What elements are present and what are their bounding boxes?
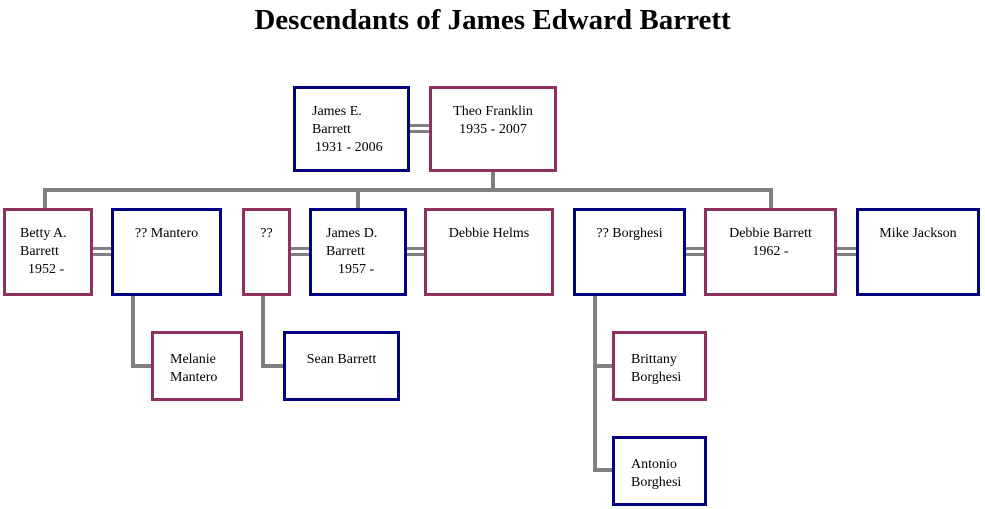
- person-name: James D. Barrett: [326, 226, 378, 259]
- person-name: ?? Mantero: [134, 226, 199, 241]
- person-theo-franklin[interactable]: Theo Franklin 1935 - 2007: [429, 86, 557, 172]
- connector: [593, 364, 612, 368]
- person-dates: 1952 -: [28, 262, 65, 277]
- connector: [593, 296, 597, 472]
- person-name: Betty A. Barrett: [20, 226, 67, 259]
- marriage-line: [410, 124, 429, 127]
- person-name: Mike Jackson: [879, 226, 957, 241]
- connector: [356, 188, 360, 210]
- marriage-line: [407, 253, 424, 256]
- person-mike-jackson[interactable]: Mike Jackson: [856, 208, 980, 296]
- marriage-line: [837, 247, 856, 250]
- person-betty-barrett[interactable]: Betty A. Barrett 1952 -: [3, 208, 93, 296]
- person-dates: 1931 - 2006: [315, 140, 383, 155]
- person-name: ?? Borghesi: [596, 226, 663, 241]
- person-dates: 1962 -: [752, 244, 789, 259]
- person-name: Theo Franklin: [453, 104, 533, 119]
- person-name: Debbie Helms: [448, 226, 530, 241]
- person-name: Antonio Borghesi: [631, 457, 682, 490]
- person-mantero[interactable]: ?? Mantero: [111, 208, 222, 296]
- person-name: Brittany Borghesi: [631, 352, 682, 385]
- marriage-line: [291, 247, 309, 250]
- person-dates: 1935 - 2007: [459, 122, 527, 137]
- person-name: James E. Barrett: [312, 104, 362, 137]
- connector: [131, 364, 151, 368]
- person-brittany-borghesi[interactable]: Brittany Borghesi: [612, 331, 707, 401]
- person-unknown[interactable]: ??: [242, 208, 291, 296]
- connector: [491, 172, 495, 192]
- person-sean-barrett[interactable]: Sean Barrett: [283, 331, 400, 401]
- marriage-line: [686, 253, 704, 256]
- connector: [593, 468, 612, 472]
- person-antonio-borghesi[interactable]: Antonio Borghesi: [612, 436, 707, 506]
- marriage-line: [837, 253, 856, 256]
- marriage-line: [686, 247, 704, 250]
- connector: [43, 188, 47, 210]
- person-name: ??: [260, 226, 273, 241]
- person-debbie-barrett[interactable]: Debbie Barrett 1962 -: [704, 208, 837, 296]
- connector: [261, 364, 283, 368]
- connector: [769, 188, 773, 210]
- marriage-line: [93, 253, 111, 256]
- marriage-line: [410, 130, 429, 133]
- connector: [131, 296, 135, 368]
- person-james-e-barrett[interactable]: James E. Barrett 1931 - 2006: [293, 86, 410, 172]
- person-name: Sean Barrett: [306, 352, 377, 367]
- marriage-line: [407, 247, 424, 250]
- chart-title: Descendants of James Edward Barrett: [254, 4, 731, 36]
- marriage-line: [93, 247, 111, 250]
- connector: [261, 296, 265, 368]
- person-james-d-barrett[interactable]: James D. Barrett 1957 -: [309, 208, 407, 296]
- person-borghesi[interactable]: ?? Borghesi: [573, 208, 686, 296]
- person-debbie-helms[interactable]: Debbie Helms: [424, 208, 554, 296]
- marriage-line: [291, 253, 309, 256]
- person-name: Debbie Barrett: [729, 226, 812, 241]
- connector: [43, 188, 773, 192]
- person-melanie-mantero[interactable]: Melanie Mantero: [151, 331, 243, 401]
- person-dates: 1957 -: [338, 262, 375, 277]
- person-name: Melanie Mantero: [170, 352, 218, 385]
